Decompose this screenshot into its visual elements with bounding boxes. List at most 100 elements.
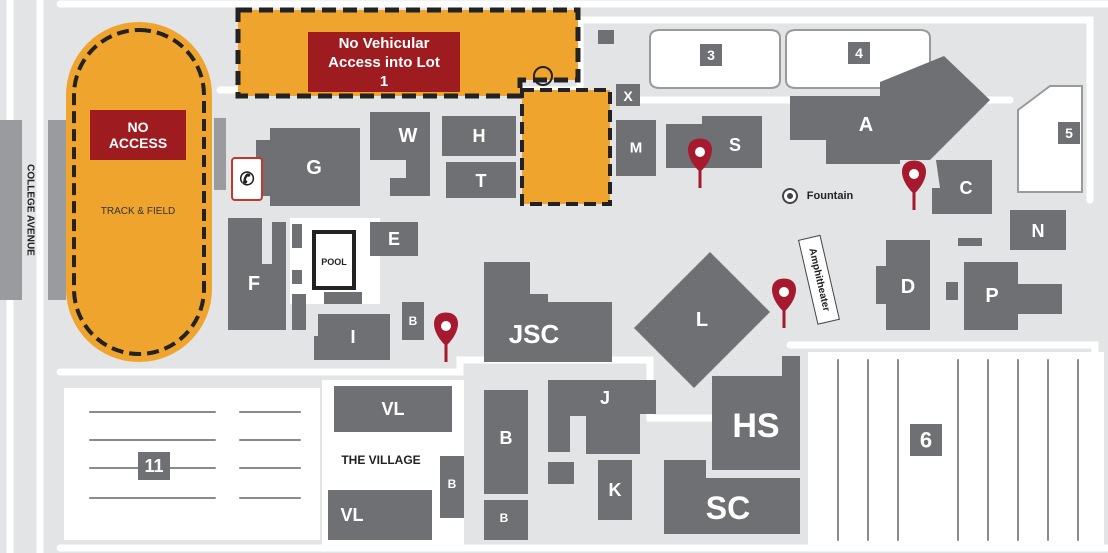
building-f[interactable] xyxy=(228,218,286,330)
building-vl-south-label: VL xyxy=(340,505,363,525)
building-t[interactable] xyxy=(446,162,516,198)
pool-building-2 xyxy=(292,270,302,284)
pool-building-1 xyxy=(292,224,302,248)
building-d[interactable] xyxy=(876,240,930,330)
building-x[interactable] xyxy=(616,84,640,106)
lot-1-extension-outline xyxy=(520,88,612,206)
location-pin-icon[interactable] xyxy=(772,278,796,328)
no-access-sign xyxy=(90,110,186,160)
lot-5 xyxy=(1017,85,1083,193)
location-pin-icon[interactable] xyxy=(688,138,712,188)
emergency-phone-box xyxy=(231,157,263,201)
building-hs[interactable] xyxy=(712,356,800,470)
lot-11 xyxy=(64,388,320,540)
building-f-label: F xyxy=(248,273,260,295)
building-k[interactable] xyxy=(598,460,632,520)
building-b-village[interactable] xyxy=(440,456,464,518)
building-s-label: S xyxy=(729,135,741,155)
building-c-label: C xyxy=(960,178,973,198)
lot-6 xyxy=(808,352,1104,548)
building-m[interactable] xyxy=(616,120,656,176)
building-h-label: H xyxy=(473,126,486,146)
building-p[interactable] xyxy=(964,262,1062,330)
pool-building-4 xyxy=(324,292,362,304)
phone-icon: ✆ xyxy=(239,169,254,189)
track-side-strip xyxy=(214,118,226,190)
building-k-label: K xyxy=(609,480,622,500)
lot-5-badge xyxy=(1058,122,1080,144)
building-a[interactable] xyxy=(790,56,990,164)
no-access-text: NO ACCESS xyxy=(108,119,168,151)
building-j[interactable] xyxy=(548,380,656,454)
building-t-label: T xyxy=(476,171,487,191)
track-outline xyxy=(72,28,206,356)
building-n-label: N xyxy=(1032,221,1045,241)
building-vl-north[interactable] xyxy=(334,386,452,432)
building-b-village-label: B xyxy=(448,477,457,491)
building-b-large-label: B xyxy=(500,428,513,448)
lot-6-label: 6 xyxy=(920,428,932,453)
small-structure xyxy=(958,238,982,246)
lot-3-label: 3 xyxy=(707,47,715,63)
building-b-lower-label: B xyxy=(500,511,509,525)
building-w-label: W xyxy=(399,125,418,147)
building-h[interactable] xyxy=(442,116,516,156)
building-a-label: A xyxy=(859,114,873,136)
building-g[interactable] xyxy=(256,128,360,206)
track-field xyxy=(66,22,212,362)
no-vehicular-text: No Vehicular Access into Lot 1 xyxy=(328,34,440,90)
building-l-label: L xyxy=(696,309,708,331)
lot-1-extension xyxy=(522,90,610,204)
building-sc-label: SC xyxy=(706,490,750,526)
building-hs-label: HS xyxy=(732,407,779,445)
lot-6-badge xyxy=(910,424,942,456)
building-vl-south[interactable] xyxy=(328,490,432,540)
building-sc[interactable] xyxy=(664,460,800,534)
building-jsc[interactable] xyxy=(484,262,612,362)
lot-6-rows xyxy=(837,359,1079,541)
building-l[interactable] xyxy=(634,252,770,388)
no-vehicular-sign xyxy=(308,32,460,92)
building-e[interactable] xyxy=(370,222,418,256)
building-j-annex xyxy=(548,462,574,484)
lot-4-label: 4 xyxy=(855,45,863,61)
pool-building-3 xyxy=(292,294,306,330)
building-p-label: P xyxy=(985,285,998,307)
fountain-label: Fountain xyxy=(807,190,854,202)
building-b-small-label: B xyxy=(409,314,418,328)
building-vl-north-label: VL xyxy=(381,399,404,419)
building-j-label: J xyxy=(600,388,610,408)
building-i[interactable] xyxy=(314,314,390,360)
pool xyxy=(312,230,356,290)
building-b-large[interactable] xyxy=(484,390,528,494)
lot-1-roundabout xyxy=(533,66,553,86)
lot-4-badge xyxy=(848,42,870,64)
location-pin-icon[interactable] xyxy=(434,312,458,362)
lot-3-badge xyxy=(700,44,722,66)
building-x-label: X xyxy=(623,88,633,104)
lot-11-label: 11 xyxy=(144,456,163,476)
building-m-label: M xyxy=(630,140,643,157)
lot-11-badge xyxy=(138,452,170,480)
building-jsc-label: JSC xyxy=(509,319,560,349)
track-field-label: TRACK & FIELD xyxy=(100,206,176,217)
street-label: COLLEGE AVENUE xyxy=(25,164,36,256)
building-e-label: E xyxy=(388,229,400,249)
building-g-label: G xyxy=(306,157,322,179)
building-x-annex[interactable] xyxy=(598,30,614,44)
building-c[interactable] xyxy=(932,160,992,214)
building-w[interactable] xyxy=(370,112,430,196)
building-n[interactable] xyxy=(1010,210,1066,250)
building-b-lower[interactable] xyxy=(484,500,528,540)
roadside-strip xyxy=(0,120,22,300)
lot-1-outline xyxy=(235,7,581,99)
village-label: THE VILLAGE xyxy=(341,453,420,467)
building-b-small[interactable] xyxy=(402,302,424,340)
fountain-center xyxy=(787,193,793,199)
building-d-annex[interactable] xyxy=(946,282,958,300)
pool-label: POOL xyxy=(321,257,347,267)
roadside-strip xyxy=(48,120,66,300)
building-i-label: I xyxy=(350,327,355,347)
location-pin-icon[interactable] xyxy=(902,160,926,210)
